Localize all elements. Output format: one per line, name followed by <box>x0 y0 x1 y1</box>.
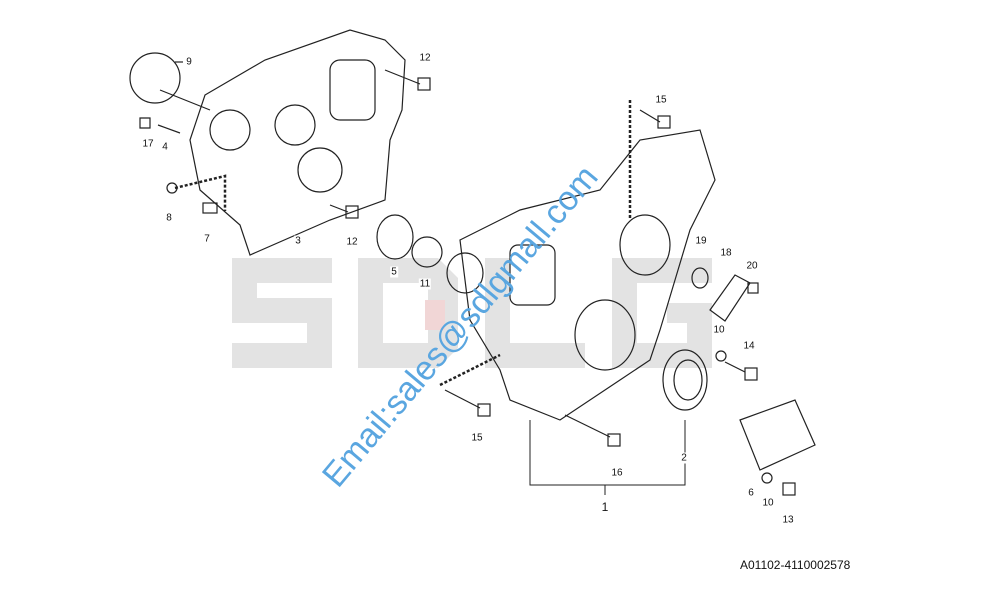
nut-17 <box>139 117 151 129</box>
callout-17: 17 <box>141 138 155 150</box>
bolt-13 <box>782 482 796 496</box>
logo-letter-g <box>612 258 712 368</box>
rear-plate-3 <box>189 29 406 256</box>
callout-19: 19 <box>694 235 708 247</box>
callout-20: 20 <box>745 260 759 272</box>
washer-10 <box>715 350 727 362</box>
bolt-12-lower <box>329 204 349 213</box>
logo-red-accent <box>425 300 445 330</box>
callout-12: 12 <box>418 52 432 64</box>
callout-14: 14 <box>742 340 756 352</box>
callout-16: 16 <box>610 467 624 479</box>
o-ring-11 <box>411 236 443 268</box>
callout-7: 7 <box>203 233 211 245</box>
logo-letter-d <box>358 258 458 368</box>
bolt-14 <box>744 367 758 381</box>
bolt-20 <box>747 282 759 294</box>
callout-3: 3 <box>294 235 302 247</box>
callout-10b: 10 <box>761 497 775 509</box>
dowel-7 <box>202 202 218 214</box>
callout-9: 9 <box>185 56 193 68</box>
callout-15b: 15 <box>470 432 484 444</box>
cover-plate-18 <box>709 274 751 322</box>
callout-12b: 12 <box>345 236 359 248</box>
timing-cover <box>459 129 716 421</box>
callout-6: 6 <box>747 487 755 499</box>
oil-seal-2 <box>662 349 708 411</box>
callout-2: 2 <box>680 452 688 464</box>
cover-plate-6 <box>739 399 816 471</box>
bolt-15-top <box>639 109 661 123</box>
callout-11: 11 <box>418 278 432 290</box>
washer-10-lower <box>761 472 773 484</box>
bolt-12-top <box>384 69 421 85</box>
bolt-15-lower <box>444 389 481 409</box>
stud-4 <box>157 124 181 134</box>
callout-5: 5 <box>390 266 398 278</box>
callout-1: 1 <box>600 500 610 514</box>
callout-15: 15 <box>654 94 668 106</box>
o-ring-9 <box>129 52 181 104</box>
callout-18: 18 <box>719 247 733 259</box>
logo-letter-s <box>232 258 332 368</box>
o-ring-19 <box>691 267 709 289</box>
callout-10: 10 <box>712 324 726 336</box>
diagram-code: A01102-4110002578 <box>740 558 851 572</box>
callout-8: 8 <box>165 212 173 224</box>
callout-4: 4 <box>161 141 169 153</box>
cap-5 <box>376 214 414 260</box>
bolt-16 <box>564 414 611 438</box>
callout-13: 13 <box>781 514 795 526</box>
